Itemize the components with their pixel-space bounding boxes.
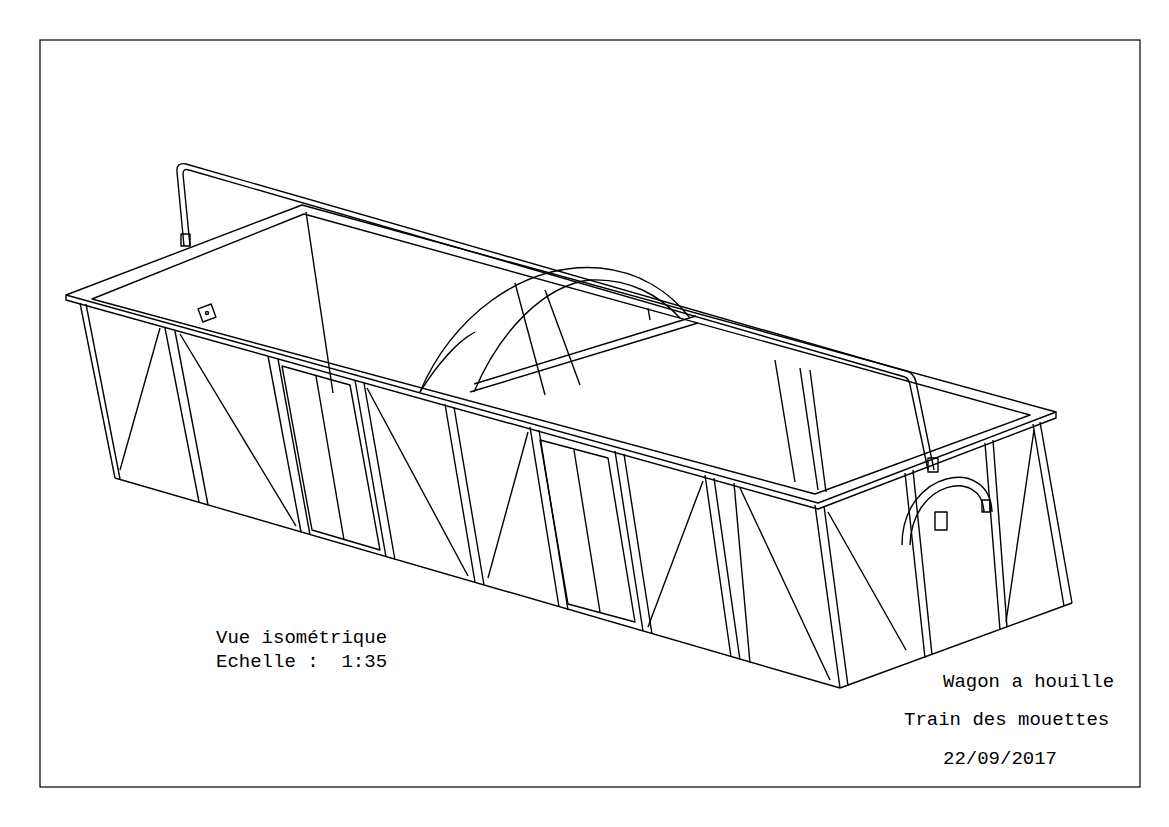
- plate: [198, 304, 216, 322]
- drawing-label: 22/09/2017: [943, 749, 1057, 769]
- sheet-frame: [40, 40, 1140, 787]
- drawing-label: Echelle : 1:35: [216, 652, 387, 672]
- wagon: [66, 164, 1072, 688]
- rim-inner: [92, 214, 1030, 494]
- drawing-label: Vue isométrique: [216, 628, 387, 648]
- rim-edge: [66, 295, 1056, 509]
- drawing-label: Train des mouettes: [904, 710, 1109, 730]
- rim-outer: [66, 205, 1056, 503]
- drawing-label: Wagon a houille: [943, 672, 1114, 692]
- door: [540, 440, 635, 622]
- door: [282, 366, 380, 550]
